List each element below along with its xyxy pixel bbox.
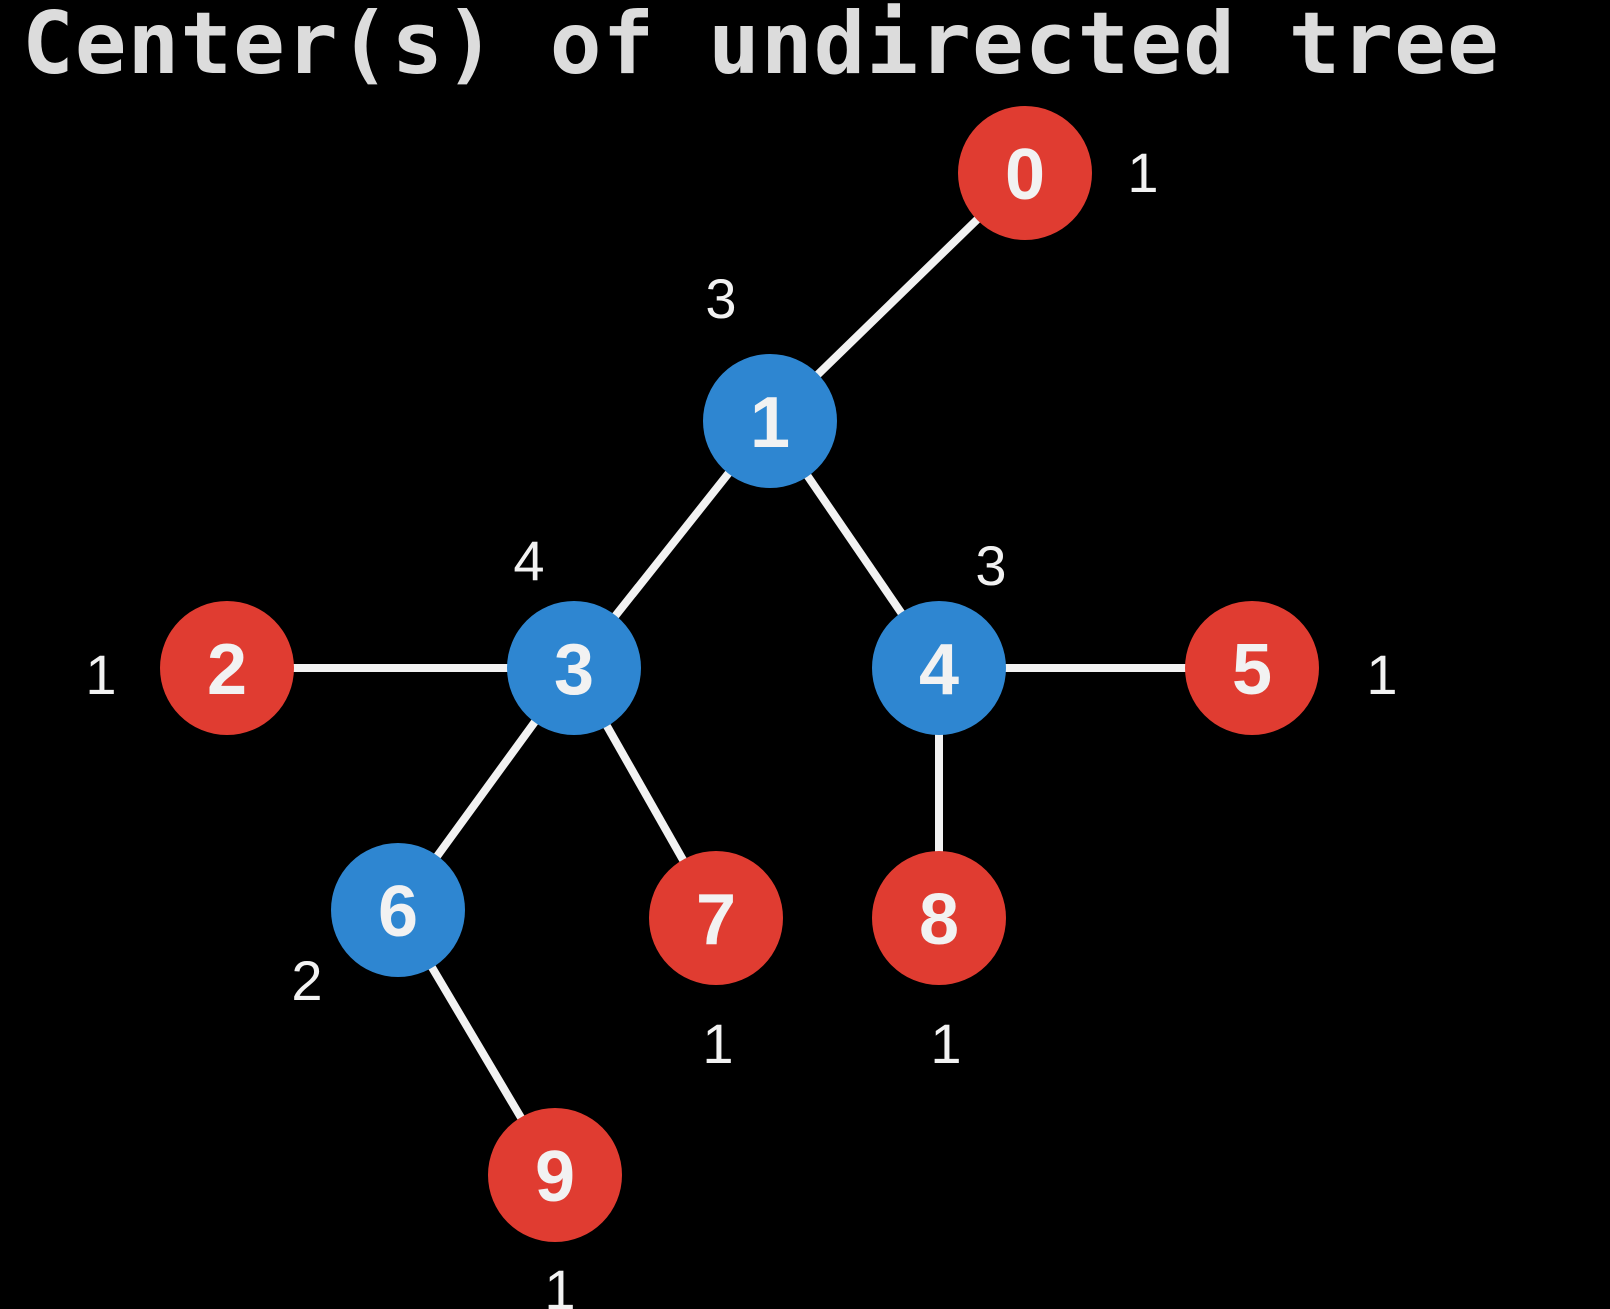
degree-label-1: 3 [705,267,736,330]
degree-label-7: 1 [702,1012,733,1075]
node-5: 5 [1185,601,1319,735]
node-circle-6 [331,843,465,977]
degree-label-3: 4 [513,529,544,592]
node-1: 1 [703,354,837,488]
degree-label-8: 1 [930,1012,961,1075]
node-circle-5 [1185,601,1319,735]
node-7: 7 [649,851,783,985]
node-label-3: 3 [554,630,594,710]
degree-label-0: 1 [1127,141,1158,204]
edges-layer [227,170,1252,1178]
degree-label-9: 1 [544,1258,575,1309]
node-circle-4 [872,601,1006,735]
node-label-1: 1 [750,383,790,463]
node-6: 6 [331,843,465,977]
node-label-8: 8 [919,880,959,960]
degree-label-6: 2 [291,949,322,1012]
page-title: Center(s) of undirected tree [22,0,1500,94]
node-label-2: 2 [207,630,247,710]
node-9: 9 [488,1108,622,1242]
node-2: 2 [160,601,294,735]
node-circle-0 [958,106,1092,240]
node-label-9: 9 [535,1137,575,1217]
node-circle-1 [703,354,837,488]
node-label-5: 5 [1232,630,1272,710]
node-circle-9 [488,1108,622,1242]
node-3: 3 [507,601,641,735]
node-circle-2 [160,601,294,735]
node-label-0: 0 [1005,135,1045,215]
node-label-6: 6 [378,872,418,952]
node-8: 8 [872,851,1006,985]
node-label-7: 7 [696,880,736,960]
degree-label-5: 1 [1366,643,1397,706]
degree-label-2: 1 [85,643,116,706]
node-circle-7 [649,851,783,985]
node-circle-8 [872,851,1006,985]
node-label-4: 4 [919,630,959,710]
node-0: 0 [958,106,1092,240]
node-circle-3 [507,601,641,735]
degree-label-4: 3 [975,534,1006,597]
node-4: 4 [872,601,1006,735]
